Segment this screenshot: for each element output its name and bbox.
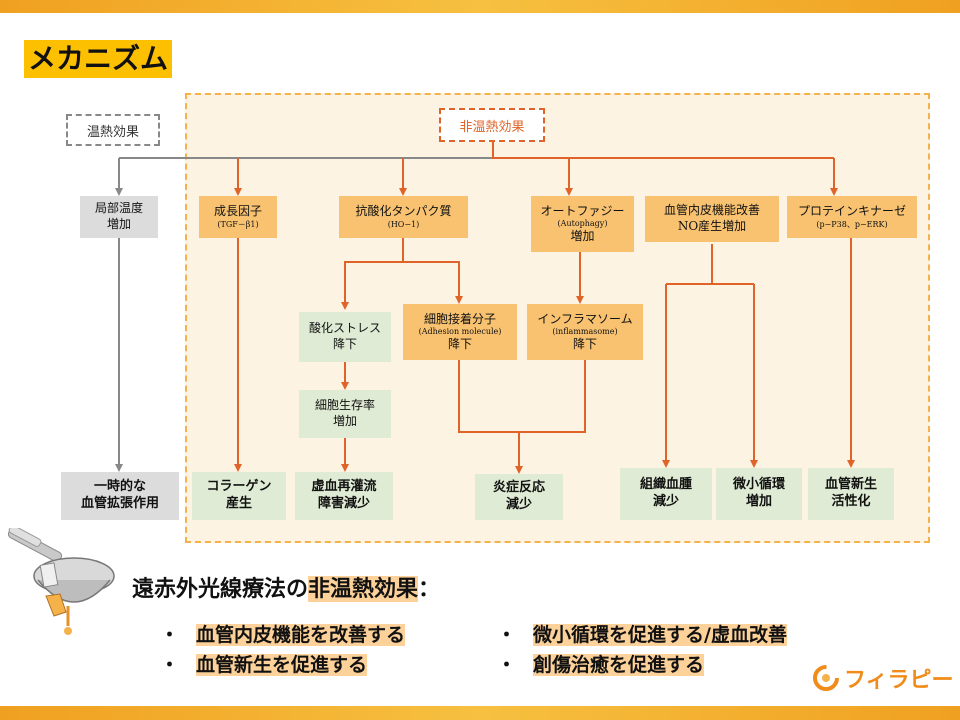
box-text: 微小循環 <box>732 477 785 493</box>
box-subtext: (TGF－β1) <box>217 220 259 229</box>
inflammation-box: 炎症反応 減少 <box>475 474 563 520</box>
box-subtext: (p−P38、p−ERK) <box>816 220 888 229</box>
box-text: 抗酸化タンパク質 <box>355 204 452 219</box>
microcirculation-box: 微小循環 増加 <box>716 468 802 520</box>
box-text: 虚血再灌流 <box>311 479 377 495</box>
box-text: 降下 <box>332 337 357 351</box>
box-text: オートファジー <box>540 203 625 218</box>
summary-title-highlight: 非温熱効果 <box>308 576 419 602</box>
box-text: 血管内皮機能改善 <box>663 203 760 218</box>
bullet-mark: ・ <box>160 624 180 646</box>
box-text: 一時的な <box>93 479 146 495</box>
box-subtext: (Adhesion molecule) <box>418 327 502 337</box>
box-subtext: (inflammasome) <box>552 327 618 337</box>
top-accent-bar <box>0 0 960 13</box>
autophagy-box: オートファジー (Autophagy) 増加 <box>531 196 634 252</box>
box-text: 組織血腫 <box>639 477 692 493</box>
tissue-edema-box: 組織血腫 減少 <box>620 468 712 520</box>
logo-text: フィラピー <box>844 668 954 693</box>
box-text: 局部温度 <box>94 201 143 216</box>
local-temperature-box: 局部温度 増加 <box>80 196 158 238</box>
box-text: 増加 <box>106 217 131 231</box>
box-subtext: (HO−1) <box>387 220 420 229</box>
summary-bullet: ・血管新生を促進する <box>160 650 368 677</box>
box-text: 減少 <box>505 497 532 512</box>
box-text: 障害減少 <box>317 496 370 511</box>
adhesion-molecule-box: 細胞接着分子 (Adhesion molecule) 降下 <box>403 304 517 360</box>
box-text: 降下 <box>447 336 472 351</box>
summary-bullet: ・血管内皮機能を改善する <box>160 620 406 647</box>
box-text: プロテインキナーゼ <box>797 204 906 219</box>
box-text: 増加 <box>332 414 357 428</box>
inflammasome-box: インフラマソーム (inflammasome) 降下 <box>527 304 643 360</box>
bullet-text: 創傷治癒を促進する <box>533 654 705 676</box>
collagen-box: コラーゲン 産生 <box>192 472 286 520</box>
ischemia-reperfusion-box: 虚血再灌流 障害減少 <box>295 472 393 520</box>
box-text: 血管新生 <box>824 477 877 493</box>
therapy-device-illustration <box>7 528 115 635</box>
summary-title: 遠赤外光線療法の非温熱効果： <box>132 571 440 603</box>
bullet-text: 微小循環を促進する/虚血改善 <box>533 624 787 646</box>
box-text: 細胞接着分子 <box>423 311 496 326</box>
box-text: 細胞生存率 <box>314 398 375 413</box>
box-text: 減少 <box>652 494 679 509</box>
bullet-mark: ・ <box>497 654 517 676</box>
brand-logo: フィラピー <box>812 662 954 694</box>
box-text: 産生 <box>225 496 252 511</box>
endothelial-function-box: 血管内皮機能改善 NO産生増加 <box>645 196 779 242</box>
summary-bullet: ・創傷治癒を促進する <box>497 650 705 677</box>
page-title: メカニズム <box>24 40 173 78</box>
bottom-accent-bar <box>0 706 960 720</box>
logo-mark-icon <box>813 665 839 691</box>
thermal-effect-label: 温熱効果 <box>66 114 160 146</box>
box-text: 炎症反応 <box>492 480 545 496</box>
box-subtext: (Autophagy) <box>557 219 608 229</box>
summary-title-prefix: 遠赤外光線療法の <box>132 576 309 602</box>
protein-kinase-box: プロテインキナーゼ (p−P38、p−ERK) <box>787 196 917 238</box>
nonthermal-effect-label: 非温熱効果 <box>439 108 545 142</box>
box-text: 増加 <box>570 228 595 243</box>
bullet-text: 血管内皮機能を改善する <box>196 624 406 646</box>
box-text: 降下 <box>572 336 597 351</box>
box-text: 酸化ストレス <box>308 321 381 336</box>
box-text: 活性化 <box>831 494 871 509</box>
growth-factor-box: 成長因子 (TGF－β1) <box>199 196 277 238</box>
box-text: NO産生増加 <box>677 219 747 233</box>
bullet-mark: ・ <box>497 624 517 646</box>
cell-survival-box: 細胞生存率 増加 <box>299 390 391 438</box>
oxidative-stress-box: 酸化ストレス 降下 <box>299 312 391 362</box>
summary-title-suffix: ： <box>418 576 441 602</box>
bullet-text: 血管新生を促進する <box>196 654 368 676</box>
box-text: インフラマソーム <box>537 311 633 326</box>
antioxidant-protein-box: 抗酸化タンパク質 (HO−1) <box>339 196 468 238</box>
nonthermal-arrows <box>234 142 855 474</box>
box-text: 血管拡張作用 <box>80 496 159 511</box>
vasodilation-box: 一時的な 血管拡張作用 <box>61 472 179 520</box>
box-text: コラーゲン <box>206 479 272 495</box>
box-text: 成長因子 <box>213 204 262 219</box>
summary-bullet: ・微小循環を促進する/虚血改善 <box>497 620 787 647</box>
box-text: 増加 <box>745 494 772 509</box>
bullet-mark: ・ <box>160 654 180 676</box>
thermal-arrows <box>115 157 493 472</box>
angiogenesis-box: 血管新生 活性化 <box>808 468 894 520</box>
